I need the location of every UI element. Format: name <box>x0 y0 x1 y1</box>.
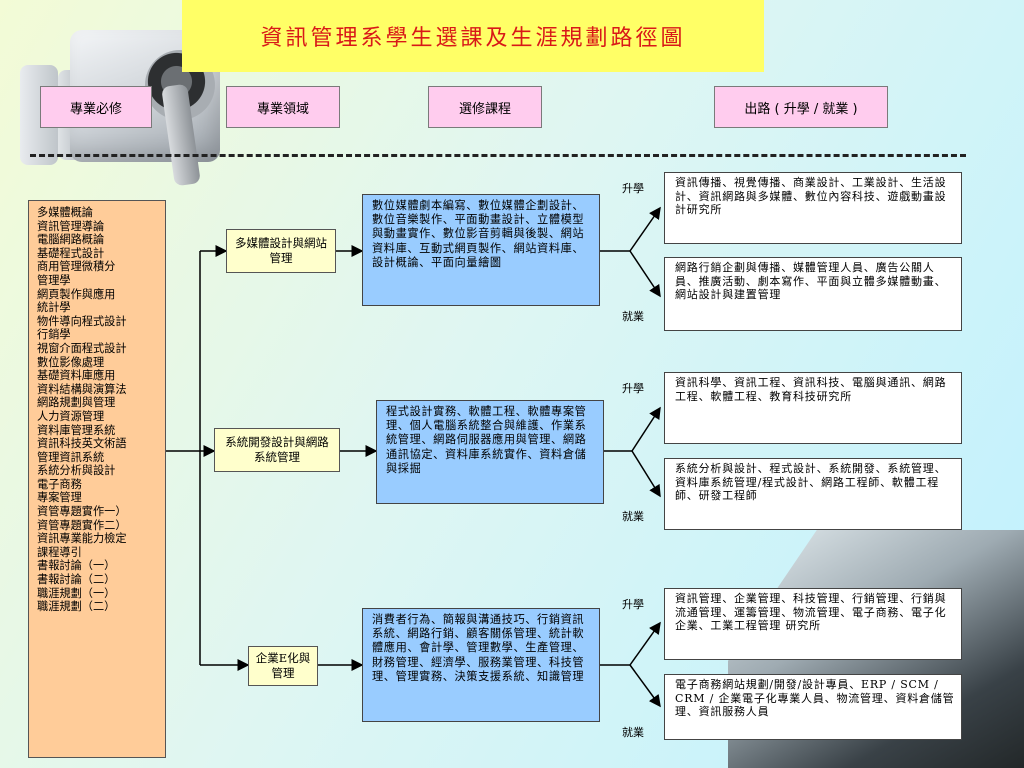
header-required: 專業必修 <box>40 86 152 128</box>
divider-line <box>30 154 966 157</box>
core-course: 資管專題實作一） <box>37 505 127 519</box>
core-course: 商用管理微積分 <box>37 260 116 274</box>
elective-box-enterprise: 消費者行為、簡報與溝通技巧、行銷資訊系統、網路行銷、顧客關係管理、統計軟體應用、… <box>362 608 600 722</box>
core-course: 基礎資料庫應用 <box>37 369 116 383</box>
core-course: 行銷學 <box>37 328 71 342</box>
core-course: 課程導引 <box>37 545 82 559</box>
core-courses-box: 多媒體概論 資訊管理導論 電腦網路概論 基礎程式設計 商用管理微積分 管理學 網… <box>28 200 166 758</box>
core-course: 資訊科技英文術語 <box>37 437 127 451</box>
core-course: 管理資訊系統 <box>37 450 105 464</box>
core-course: 電腦網路概論 <box>37 233 105 247</box>
core-course: 書報討論（二） <box>37 573 116 587</box>
core-course: 職涯規劃（一） <box>37 586 116 600</box>
core-course: 多媒體概論 <box>37 206 93 219</box>
study-label: 升學 <box>622 598 644 611</box>
domain-box-multimedia: 多媒體設計與網站管理 <box>226 229 336 273</box>
header-career: 出路 ( 升學 / 就業 ) <box>714 86 888 128</box>
study-label: 升學 <box>622 382 644 395</box>
work-path-box-enterprise: 電子商務網站規劃/開發/設計專員、ERP / SCM / CRM / 企業電子化… <box>664 674 962 740</box>
core-course: 統計學 <box>37 301 71 315</box>
core-course: 專案管理 <box>37 491 82 505</box>
header-domain: 專業領域 <box>226 86 340 128</box>
work-path-box-multimedia: 網路行銷企劃與傳播、媒體管理人員、廣告公關人員、推廣活動、劇本寫作、平面與立體多… <box>664 257 962 331</box>
study-path-box-enterprise: 資訊管理、企業管理、科技管理、行銷管理、行銷與流通管理、運籌管理、物流管理、電子… <box>664 588 962 660</box>
work-label: 就業 <box>622 310 644 323</box>
elective-box-systems: 程式設計實務、軟體工程、軟體專案管理、個人電腦系統整合與維護、作業系統管理、網路… <box>376 400 604 504</box>
core-course: 資管專題實作二） <box>37 518 127 532</box>
study-label: 升學 <box>622 182 644 195</box>
header-elective: 選修課程 <box>428 86 542 128</box>
core-course: 電子商務 <box>37 477 82 491</box>
core-course: 職涯規劃（二） <box>37 600 116 614</box>
domain-box-systems: 系統開發設計與網路系統管理 <box>214 428 340 472</box>
core-course: 物件導向程式設計 <box>37 314 127 328</box>
domain-box-enterprise: 企業E化與管理 <box>248 646 318 686</box>
core-course: 網頁製作與應用 <box>37 287 116 301</box>
core-course: 系統分析與設計 <box>37 464 116 478</box>
study-path-box-multimedia: 資訊傳播、視覺傳播、商業設計、工業設計、生活設計、資訊網路與多媒體、數位內容科技… <box>664 172 962 244</box>
core-course: 基礎程式設計 <box>37 246 105 260</box>
core-course: 數位影像處理 <box>37 355 105 369</box>
core-course: 視窗介面程式設計 <box>37 341 127 355</box>
work-path-box-systems: 系統分析與設計、程式設計、系統開發、系統管理、資料庫系統管理/程式設計、網路工程… <box>664 458 962 530</box>
core-course: 資料庫管理系統 <box>37 423 116 437</box>
study-path-box-systems: 資訊科學、資訊工程、資訊科技、電腦與通訊、網路工程、軟體工程、教育科技研究所 <box>664 372 962 444</box>
page-title: 資訊管理系學生選課及生涯規劃路徑圖 <box>182 0 764 72</box>
core-course: 人力資源管理 <box>37 409 105 423</box>
core-course: 網路規劃與管理 <box>37 396 116 410</box>
core-course: 書報討論（一） <box>37 559 116 573</box>
core-course: 資訊專業能力檢定 <box>37 532 127 546</box>
work-label: 就業 <box>622 726 644 739</box>
elective-box-multimedia: 數位媒體劇本編寫、數位媒體企劃設計、數位音樂製作、平面動畫設計、立體模型與動畫實… <box>362 194 600 306</box>
core-course: 資訊管理導論 <box>37 219 105 233</box>
core-course: 資料結構與演算法 <box>37 382 127 396</box>
core-course: 管理學 <box>37 273 71 287</box>
work-label: 就業 <box>622 510 644 523</box>
